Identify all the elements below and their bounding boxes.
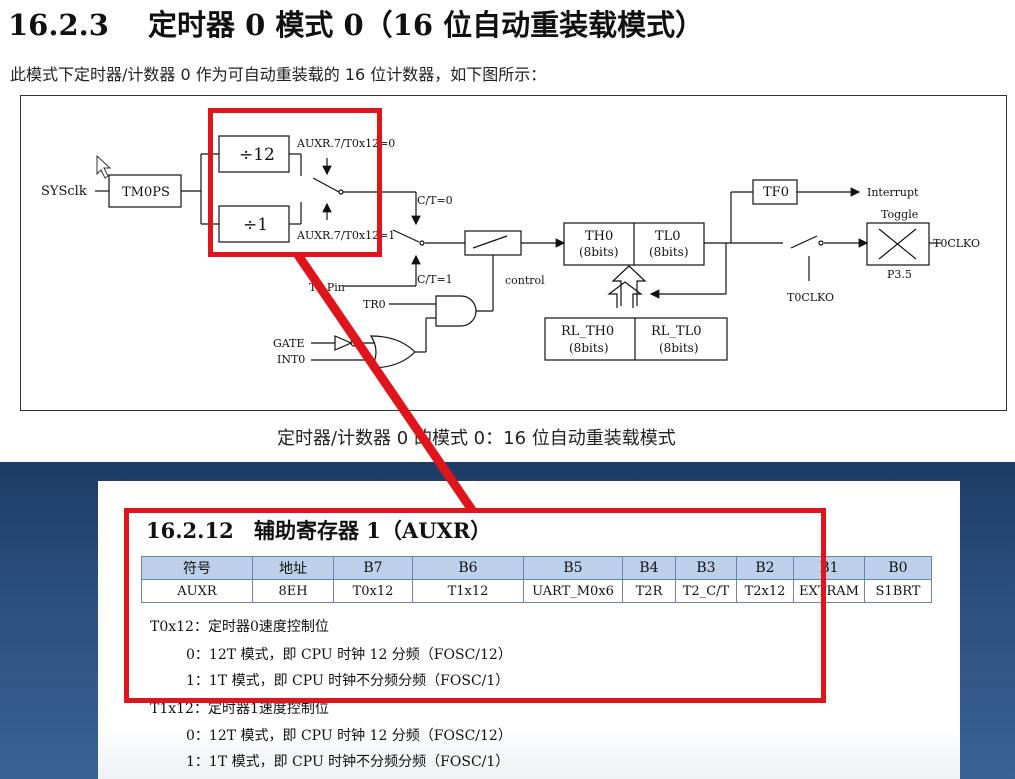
mouse-cursor-icon — [96, 154, 112, 179]
document-page — [98, 481, 960, 779]
table-cell: T2_C/T — [675, 579, 737, 603]
section-heading: 16.2.3 定时器 0 模式 0（16 位自动重装载模式） — [8, 2, 704, 44]
int0-label: INT0 — [277, 353, 305, 366]
toggle-label: Toggle — [881, 208, 918, 221]
table-cell: T0x12 — [333, 579, 413, 603]
doc-section-number: 16.2.12 — [146, 518, 234, 543]
t0pin-label: T0 Pin — [309, 281, 345, 294]
table-header-cell: B2 — [736, 556, 794, 580]
auxr-register-table: 符号 地址 B7 B6 B5 B4 B3 B2 B1 B0 AUXR 8EH T… — [141, 556, 932, 603]
tf0-label: TF0 — [763, 185, 789, 200]
table-cell: AUXR — [141, 579, 253, 603]
tl0-bits: (8bits) — [649, 245, 689, 259]
rl-box — [544, 317, 728, 361]
intro-text: 此模式下定时器/计数器 0 作为可自动重装载的 16 位计数器，如下图所示： — [10, 65, 547, 84]
table-header-cell: 地址 — [252, 556, 334, 580]
section-title: 定时器 0 模式 0（16 位自动重装载模式） — [148, 8, 705, 42]
rl-tl0-label: RL_TL0 — [651, 324, 702, 339]
table-header-cell: 符号 — [141, 556, 253, 580]
t0x12-option-0: 0：12T 模式，即 CPU 时钟 12 分频（FOSC/12） — [186, 647, 512, 663]
table-header-cell: B3 — [675, 556, 737, 580]
tr0-label: TR0 — [363, 298, 386, 311]
table-header-cell: B5 — [523, 556, 623, 580]
interrupt-label: Interrupt — [867, 186, 919, 199]
ct1-label: C/T=1 — [417, 273, 453, 286]
control-label: control — [505, 274, 545, 287]
t0clko-ctrl-label: T0CLKO — [787, 291, 834, 304]
and-gate — [435, 295, 477, 327]
div12-label: ÷12 — [239, 145, 275, 165]
t1x12-description: T1x12：定时器1速度控制位 — [150, 701, 329, 717]
t0x12-description: T0x12：定时器0速度控制位 — [150, 619, 329, 635]
tm0ps-label: TM0PS — [122, 185, 170, 200]
rl-tl0-bits: (8bits) — [659, 341, 699, 355]
table-header-cell: B4 — [622, 556, 676, 580]
th0-label: TH0 — [585, 229, 613, 244]
table-header-cell: B7 — [333, 556, 413, 580]
timer0-mode0-diagram: SYSclk TM0PS ÷12 ÷1 AUXR.7/T0x12=0 AUXR.… — [20, 95, 1007, 411]
auxr1-label: AUXR.7/T0x12=1 — [296, 229, 395, 242]
table-cell: UART_M0x6 — [523, 579, 623, 603]
block-diagram-svg: SYSclk TM0PS ÷12 ÷1 AUXR.7/T0x12=0 AUXR.… — [41, 135, 980, 369]
rl-th0-label: RL_TH0 — [561, 324, 614, 339]
div1-label: ÷1 — [243, 215, 268, 235]
table-header-cell: B6 — [412, 556, 524, 580]
sysclk-label: SYSclk — [41, 184, 87, 199]
section-number: 16.2.3 — [8, 8, 109, 42]
doc-section-title: 辅助寄存器 1（AUXR） — [254, 518, 492, 543]
th0-bits: (8bits) — [579, 245, 619, 259]
table-header-cell: B1 — [793, 556, 865, 580]
table-header-row: 符号 地址 B7 B6 B5 B4 B3 B2 B1 B0 — [141, 556, 932, 580]
ct-switch — [392, 229, 420, 243]
t1x12-option-0: 0：12T 模式，即 CPU 时钟 12 分频（FOSC/12） — [186, 728, 512, 744]
table-cell: EXTRAM — [793, 579, 865, 603]
t0clko-out-label: T0CLKO — [933, 237, 980, 250]
ct0-label: C/T=0 — [417, 194, 453, 207]
table-cell: T2R — [622, 579, 676, 603]
control-switch-box — [464, 230, 522, 256]
table-cell: T2x12 — [736, 579, 794, 603]
t0clko-switch — [790, 235, 818, 249]
speed-switch — [312, 177, 340, 193]
doc-section-heading: 16.2.12 辅助寄存器 1（AUXR） — [146, 515, 491, 545]
table-cell: T1x12 — [412, 579, 524, 603]
toggle-box — [866, 222, 930, 266]
rl-th0-bits: (8bits) — [569, 341, 609, 355]
auxr0-label: AUXR.7/T0x12=0 — [296, 137, 395, 150]
tl0-label: TL0 — [655, 229, 681, 244]
table-cell: S1BRT — [864, 579, 932, 603]
table-cell: 8EH — [252, 579, 334, 603]
table-row: AUXR 8EH T0x12 T1x12 UART_M0x6 T2R T2_C/… — [141, 579, 932, 603]
t0x12-option-1: 1：1T 模式，即 CPU 时钟不分频分频（FOSC/1） — [186, 673, 510, 689]
figure-caption: 定时器/计数器 0 的模式 0：16 位自动重装载模式 — [277, 428, 676, 449]
t1x12-option-1: 1：1T 模式，即 CPU 时钟不分频分频（FOSC/1） — [186, 754, 510, 770]
p35-label: P3.5 — [887, 268, 912, 281]
or-gate — [369, 335, 416, 369]
table-header-cell: B0 — [864, 556, 932, 580]
gate-label: GATE — [273, 337, 305, 350]
